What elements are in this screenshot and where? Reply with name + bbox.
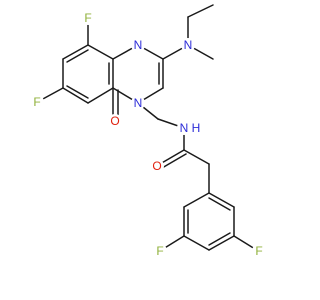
atom-label-f: F (156, 244, 163, 258)
bond (233, 235, 256, 250)
bond (183, 149, 210, 165)
atom-label-f: F (84, 11, 91, 25)
bond (208, 192, 235, 208)
bond (66, 85, 89, 99)
molecule-structure: F F N N N O N H O F F (30, 4, 266, 258)
atom-label-n: N (184, 38, 193, 52)
bond (159, 149, 185, 165)
bond (187, 4, 214, 18)
bond (161, 153, 187, 169)
bond (208, 232, 231, 246)
atom-label-n: N (180, 121, 189, 135)
bond-layer (40, 4, 256, 251)
atom-label-f: F (255, 244, 262, 258)
atom-label-layer: F F N N N O N H O F F (30, 11, 266, 258)
bond (162, 235, 185, 250)
bond (87, 87, 114, 104)
bond (40, 87, 64, 101)
bond (62, 87, 89, 104)
bond (208, 235, 235, 251)
bond (208, 197, 231, 211)
bond (66, 49, 89, 63)
atom-label-f: F (33, 95, 40, 109)
atom-label-h: H (192, 121, 201, 135)
atom-label-n: N (134, 96, 143, 110)
atom-label-n: N (134, 38, 143, 52)
bond (183, 235, 210, 251)
atom-label-o: O (152, 159, 161, 173)
atom-label-o: O (110, 114, 119, 128)
bond (87, 44, 114, 60)
bond (183, 192, 210, 208)
bond (62, 44, 89, 60)
